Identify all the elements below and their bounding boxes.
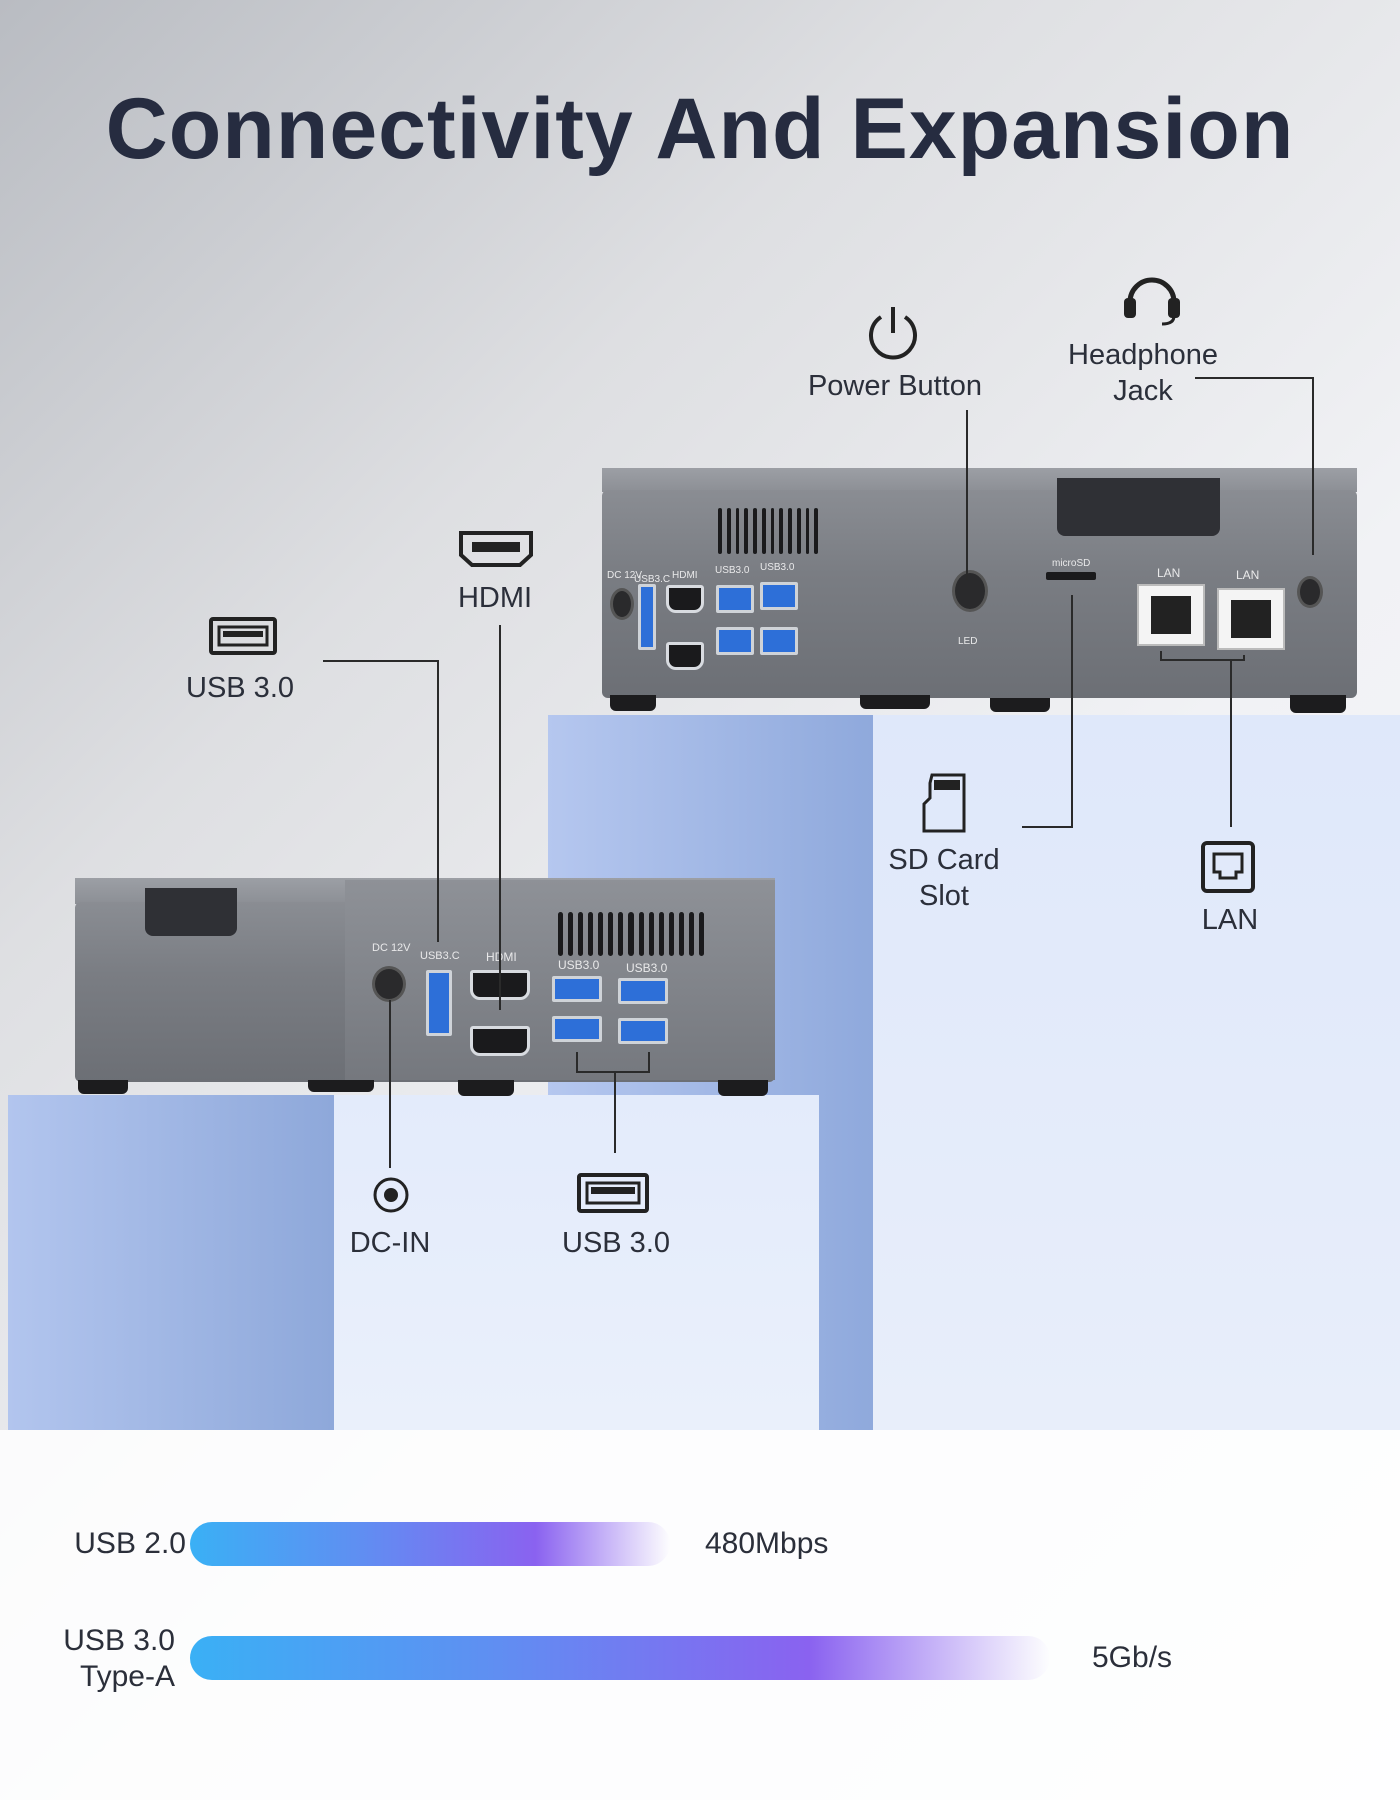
label-hdmi: HDMI xyxy=(486,950,517,964)
callout-power-button: Power Button xyxy=(807,370,983,402)
label-usb30b: USB3.0 xyxy=(760,562,795,573)
label-dc12v: DC 12V xyxy=(607,570,643,581)
callout-line-usb-bottom xyxy=(576,1071,650,1073)
label-microsd: microSD xyxy=(1052,558,1091,569)
speed-label-usb2: USB 2.0 xyxy=(74,1527,186,1560)
vent-icon xyxy=(558,912,704,956)
callout-line-usb-bottom xyxy=(648,1052,650,1072)
device-foot xyxy=(990,698,1050,712)
speed-label-usb3-line1: USB 3.0 xyxy=(63,1624,175,1657)
usb-icon xyxy=(577,1173,649,1213)
power-button-icon xyxy=(952,570,988,612)
callout-headphone-line1: Headphone xyxy=(1068,339,1218,371)
callout-line-usb-left xyxy=(437,660,439,942)
callout-hdmi: HDMI xyxy=(457,582,533,614)
dc-port-icon xyxy=(610,588,634,620)
usb-a-port-icon xyxy=(618,1018,668,1044)
usb-c-port-icon xyxy=(426,970,452,1036)
device-foot xyxy=(78,1080,128,1094)
callout-line-lan xyxy=(1243,655,1245,661)
device-foot xyxy=(860,695,930,709)
hdmi-icon xyxy=(459,531,533,567)
callout-line-hdmi xyxy=(499,625,501,1010)
pedestal-right-front xyxy=(873,715,1400,1430)
hdmi-port-icon xyxy=(470,1026,530,1056)
label-lan2: LAN xyxy=(1236,568,1260,582)
hdmi-port-icon xyxy=(666,642,704,670)
callout-sd-line2: Slot xyxy=(919,880,969,912)
device-top-surface xyxy=(602,468,1357,492)
device-foot xyxy=(1290,695,1346,713)
callout-line-usb-bottom xyxy=(614,1071,616,1153)
power-icon xyxy=(869,307,917,360)
speed-label-usb3-line2: Type-A xyxy=(79,1660,175,1693)
callout-lan: LAN xyxy=(1201,904,1259,936)
label-lan1: LAN xyxy=(1157,566,1181,580)
callout-line-usb-bottom xyxy=(576,1052,578,1072)
label-usb3c: USB3.C xyxy=(420,950,460,962)
device-foot xyxy=(458,1080,514,1096)
pedestal-left-side xyxy=(8,1095,334,1430)
callout-line-lan xyxy=(1160,659,1245,661)
label-usb30a: USB3.0 xyxy=(558,958,600,972)
lan-port-icon xyxy=(1217,588,1285,650)
callout-usb30-bottom: USB 3.0 xyxy=(562,1227,670,1259)
speed-value-usb2: 480Mbps xyxy=(705,1527,829,1560)
label-usb3c: USB3.C xyxy=(634,574,671,585)
pedestal-left-front xyxy=(334,1095,819,1430)
device-foot xyxy=(718,1080,768,1096)
label-usb30b: USB3.0 xyxy=(626,961,668,975)
callout-line-power xyxy=(966,410,968,580)
callout-line-lan xyxy=(1160,651,1162,661)
headphone-port-icon xyxy=(1297,576,1323,608)
callout-line-headphone xyxy=(1195,377,1313,379)
dc-port-icon xyxy=(372,966,406,1002)
callout-line-sd xyxy=(1022,826,1073,828)
device-foot xyxy=(610,695,656,711)
usb-c-port-icon xyxy=(638,584,656,650)
usb-a-port-icon xyxy=(760,582,798,610)
callout-line-dc xyxy=(389,1000,391,1168)
microsd-slot-icon xyxy=(1046,572,1096,580)
speed-bar-usb2 xyxy=(190,1522,670,1566)
device-notch xyxy=(145,888,237,936)
callout-line-headphone xyxy=(1312,377,1314,555)
callout-sd-line1: SD Card xyxy=(888,844,1000,876)
callout-dc-in: DC-IN xyxy=(349,1227,431,1259)
usb-a-port-icon xyxy=(618,978,668,1004)
vent-icon xyxy=(718,508,818,554)
lan-icon xyxy=(1201,841,1255,893)
hdmi-port-icon xyxy=(666,585,704,613)
page-title: Connectivity And Expansion xyxy=(105,81,1295,177)
usb-icon xyxy=(209,617,277,655)
callout-line-usb-left xyxy=(323,660,439,662)
usb-a-port-icon xyxy=(552,976,602,1002)
callout-line-lan xyxy=(1230,659,1232,827)
usb-a-port-icon xyxy=(760,627,798,655)
callout-line-sd xyxy=(1071,595,1073,828)
callout-usb30-left: USB 3.0 xyxy=(186,672,294,704)
usb-a-port-icon xyxy=(716,627,754,655)
callout-headphone-line2: Jack xyxy=(1113,375,1173,407)
label-hdmi: HDMI xyxy=(672,570,698,581)
usb-a-port-icon xyxy=(552,1016,602,1042)
speed-bar-usb3 xyxy=(190,1636,1050,1680)
label-usb30a: USB3.0 xyxy=(715,565,750,576)
headphone-icon xyxy=(1124,277,1180,326)
usb-a-port-icon xyxy=(716,585,754,613)
dc-in-icon xyxy=(373,1177,409,1213)
device-notch xyxy=(1057,478,1220,536)
speed-value-usb3: 5Gb/s xyxy=(1092,1641,1173,1674)
sd-card-icon xyxy=(922,773,966,833)
speed-comparison-panel xyxy=(0,1430,1400,1800)
lan-port-icon xyxy=(1137,584,1205,646)
device-foot xyxy=(308,1080,374,1092)
label-led: LED xyxy=(958,636,978,647)
label-dc12v: DC 12V xyxy=(372,942,411,954)
